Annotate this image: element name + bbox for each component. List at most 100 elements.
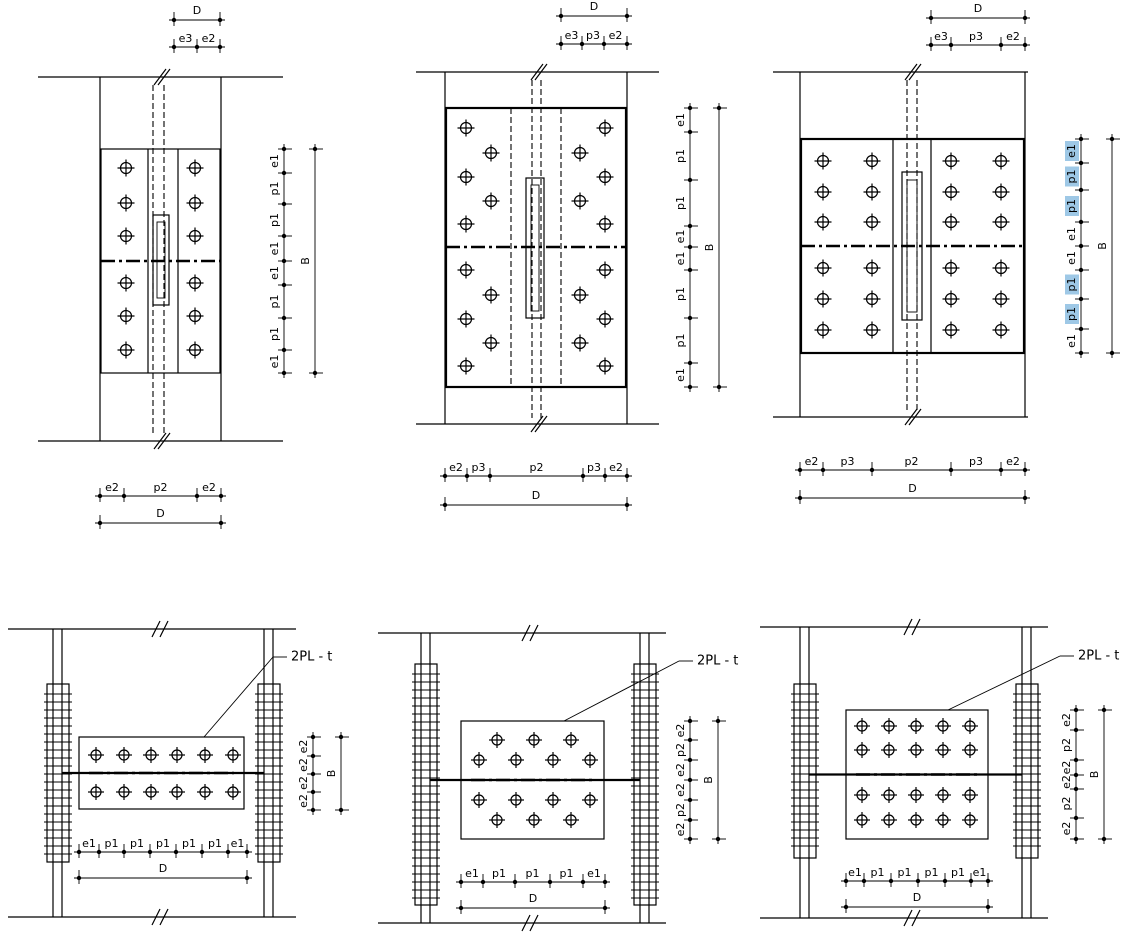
- dimension-tick: [985, 904, 991, 910]
- dimension-label-D: D: [529, 892, 537, 905]
- bolt-hole: [881, 718, 897, 734]
- dimension-label-e1: e1: [674, 252, 687, 266]
- dimension-label-B: B: [299, 257, 312, 265]
- bolt-hole: [992, 290, 1010, 308]
- dimension-tick: [171, 44, 177, 50]
- dimension-label-e2: e2: [674, 763, 687, 777]
- bolt-hole: [596, 261, 614, 279]
- dimension-label-e2: e2: [1060, 713, 1073, 727]
- dimension-tick: [1078, 326, 1084, 332]
- flange-splice-plate: [633, 663, 657, 906]
- bolt-hole: [962, 742, 978, 758]
- dimension-tick: [687, 836, 693, 842]
- dimension-label-p1: p1: [871, 866, 885, 879]
- dimension-label-e1: e1: [465, 867, 479, 880]
- break-symbol: [159, 620, 169, 638]
- dimension-label-e3: e3: [934, 30, 948, 43]
- dimension-tick: [281, 258, 287, 264]
- dimension-label-e1: e1: [1065, 334, 1078, 348]
- dimension-tick: [915, 878, 921, 884]
- dimension-tick: [797, 467, 803, 473]
- dimension-label-p1: p1: [1065, 278, 1078, 292]
- dimension-tick: [194, 493, 200, 499]
- dimension-label-p1: p1: [268, 182, 281, 196]
- bolt-hole: [854, 812, 870, 828]
- dimension-tick: [580, 473, 586, 479]
- bolt-hole: [457, 119, 475, 137]
- dimension-tick: [624, 13, 630, 19]
- bolt-hole: [117, 274, 135, 292]
- dimension-tick: [843, 878, 849, 884]
- dimension-tick: [244, 849, 250, 855]
- dimension-tick: [512, 879, 518, 885]
- dimension-tick: [1022, 42, 1028, 48]
- dimension-label-D: D: [532, 489, 540, 502]
- bolt-hole: [596, 119, 614, 137]
- dimension-label-e1: e1: [973, 866, 987, 879]
- bolt-hole: [186, 307, 204, 325]
- dimension-tick: [442, 473, 448, 479]
- dimension-label-e1: e1: [848, 866, 862, 879]
- break-symbol: [151, 620, 161, 638]
- break-symbol: [153, 68, 167, 86]
- break-symbol: [911, 909, 921, 927]
- dimension-label-e1: e1: [268, 266, 281, 280]
- dimension-label-B: B: [325, 770, 338, 778]
- dimension-tick: [687, 315, 693, 321]
- dimension-label-e1: e1: [674, 368, 687, 382]
- dimension-label-p1: p1: [208, 837, 222, 850]
- dimension-label-p3: p3: [472, 461, 486, 474]
- bolt-hole: [863, 290, 881, 308]
- bolt-hole: [489, 812, 505, 828]
- dimension-tick: [218, 520, 224, 526]
- leader-line: [563, 660, 680, 722]
- dimension-tick: [687, 105, 693, 111]
- dimension-tick: [312, 370, 318, 376]
- bolt-hole: [863, 152, 881, 170]
- dimension-tick: [310, 807, 316, 813]
- dimension-label-e3: e3: [179, 32, 193, 45]
- dimension-label-e3: e3: [565, 29, 579, 42]
- bolt-hole: [117, 194, 135, 212]
- dimension-label-p1: p1: [130, 837, 144, 850]
- dimension-label-p1: p1: [1065, 199, 1078, 213]
- bolt-hole: [814, 183, 832, 201]
- bolt-hole: [854, 742, 870, 758]
- dimension-tick: [1078, 219, 1084, 225]
- dimension-tick: [716, 105, 722, 111]
- dimension-tick: [687, 817, 693, 823]
- dimension-label-e2: e2: [202, 481, 216, 494]
- dimension-label-B: B: [1096, 242, 1109, 250]
- dimension-label-p1: p1: [898, 866, 912, 879]
- bolt-hole: [482, 144, 500, 162]
- dimension-tick: [76, 849, 82, 855]
- bolt-hole: [571, 334, 589, 352]
- dimension-tick: [687, 797, 693, 803]
- dimension-tick: [1109, 136, 1115, 142]
- dimension-label-e2: e2: [1060, 775, 1073, 789]
- dimension-tick: [928, 42, 934, 48]
- dimension-tick: [797, 495, 803, 501]
- dimension-tick: [1073, 707, 1079, 713]
- bolt-hole: [225, 784, 241, 800]
- dimension-tick: [998, 467, 1004, 473]
- dimension-tick: [1022, 467, 1028, 473]
- dimension-label-e1: e1: [1065, 251, 1078, 265]
- leader-line: [203, 656, 274, 738]
- bolt-hole: [526, 812, 542, 828]
- dimension-tick: [843, 904, 849, 910]
- dimension-label-e2: e2: [105, 481, 119, 494]
- dimension-label-p3: p3: [969, 455, 983, 468]
- dimension-tick: [121, 849, 127, 855]
- bolt-hole: [596, 357, 614, 375]
- dimension-tick: [173, 849, 179, 855]
- dimension-label-D: D: [159, 862, 167, 875]
- dimension-label-D: D: [974, 2, 982, 15]
- bolt-hole: [854, 718, 870, 734]
- dimension-label-p1: p1: [526, 867, 540, 880]
- dimension-tick: [624, 473, 630, 479]
- dimension-label-p2: p2: [530, 461, 544, 474]
